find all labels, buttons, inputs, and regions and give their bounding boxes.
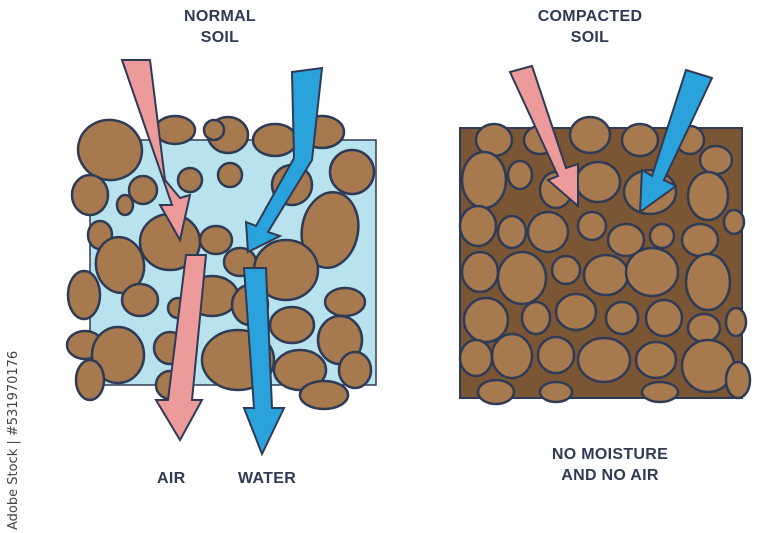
normal-title-line2: SOIL <box>150 27 290 48</box>
caption-line1: NO MOISTURE <box>520 444 700 465</box>
normal-title-line1: NORMAL <box>150 6 290 27</box>
rock <box>492 334 532 378</box>
rock <box>325 288 365 316</box>
rock <box>606 302 638 334</box>
rock <box>478 380 514 404</box>
rock <box>218 163 242 187</box>
rock <box>300 381 348 409</box>
rock <box>528 212 568 252</box>
rock <box>462 252 498 292</box>
rock <box>726 362 750 398</box>
rock <box>700 146 732 174</box>
rock <box>642 382 678 402</box>
rock <box>688 314 720 342</box>
rock <box>155 116 195 144</box>
rock <box>253 124 297 156</box>
rock <box>204 120 224 140</box>
rock <box>498 252 546 304</box>
compacted-caption: NO MOISTURE AND NO AIR <box>520 444 700 486</box>
rock <box>460 340 492 376</box>
rock <box>330 150 374 194</box>
compacted-soil-title: COMPACTED SOIL <box>510 6 670 48</box>
rock <box>584 255 628 295</box>
rock <box>178 168 202 192</box>
rock <box>200 226 232 254</box>
rock <box>636 342 676 378</box>
rock <box>270 307 314 343</box>
rock <box>650 224 674 248</box>
rock <box>538 337 574 373</box>
rock <box>552 256 580 284</box>
rock <box>724 210 744 234</box>
rock <box>464 298 508 342</box>
compacted-title-line2: SOIL <box>510 27 670 48</box>
rock <box>682 224 718 256</box>
rock <box>686 254 730 310</box>
rock <box>540 382 572 402</box>
rock <box>460 206 496 246</box>
water-label: WATER <box>238 468 296 489</box>
rock <box>68 271 100 319</box>
stock-credit: Adobe Stock | #531970176 <box>6 350 24 530</box>
rock <box>72 175 108 215</box>
rock <box>646 300 682 336</box>
rock <box>576 162 620 202</box>
rock <box>462 152 506 208</box>
caption-line2: AND NO AIR <box>520 465 700 486</box>
rock <box>129 176 157 204</box>
rock <box>122 284 158 316</box>
rock <box>570 117 610 153</box>
compacted-title-line1: COMPACTED <box>510 6 670 27</box>
rock <box>622 124 658 156</box>
rock <box>688 172 728 220</box>
rock <box>578 212 606 240</box>
rock <box>726 308 746 336</box>
rock <box>76 360 104 400</box>
rock <box>578 338 630 382</box>
rock <box>556 294 596 330</box>
normal-soil-panel <box>67 60 376 454</box>
rock <box>522 302 550 334</box>
rock <box>508 161 532 189</box>
rock <box>498 216 526 248</box>
air-label: AIR <box>157 468 185 489</box>
rock <box>339 352 371 388</box>
compacted-soil-panel <box>460 66 750 404</box>
rock <box>626 248 678 296</box>
normal-soil-title: NORMAL SOIL <box>150 6 290 48</box>
